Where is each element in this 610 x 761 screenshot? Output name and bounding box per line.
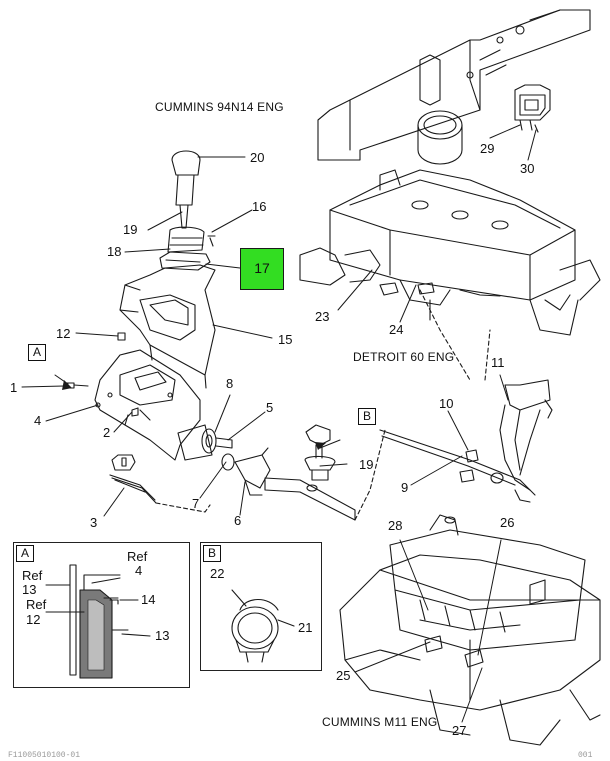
detail-a-ref13-num[interactable]: 13 <box>22 582 37 597</box>
engine-label-cummins-n14: CUMMINS 94N14 ENG <box>155 100 284 114</box>
callout-5[interactable]: 5 <box>266 400 274 415</box>
detail-a-ref12-num[interactable]: 12 <box>26 612 41 627</box>
detail-b-panel <box>200 542 322 671</box>
leader-lines <box>21 124 537 723</box>
callout-24[interactable]: 24 <box>389 322 404 337</box>
detail-b-callout-22[interactable]: 22 <box>210 566 225 581</box>
callout-25[interactable]: 25 <box>336 668 351 683</box>
callout-4[interactable]: 4 <box>34 413 42 428</box>
view-arrows <box>62 380 326 450</box>
callout-27[interactable]: 27 <box>452 723 467 738</box>
engine-label-detroit-60: DETROIT 60 ENG <box>353 350 455 364</box>
callout-15[interactable]: 15 <box>278 332 293 347</box>
callout-9[interactable]: 9 <box>401 480 409 495</box>
detail-b-tag: B <box>203 545 221 562</box>
callout-28[interactable]: 28 <box>388 518 403 533</box>
shifter-b-drawing <box>304 424 336 481</box>
shift-lever-assembly-drawing <box>63 150 356 521</box>
detail-a-callout-14[interactable]: 14 <box>141 592 156 607</box>
detail-a-ref4-num[interactable]: 4 <box>135 563 143 578</box>
footer-drawing-number: F11005010100-01 <box>8 751 81 760</box>
callout-20[interactable]: 20 <box>250 150 265 165</box>
callout-23[interactable]: 23 <box>315 309 330 324</box>
detail-a-ref13-top: Ref <box>22 568 43 583</box>
callout-18[interactable]: 18 <box>107 244 122 259</box>
callout-2[interactable]: 2 <box>103 425 111 440</box>
detail-b-callout-21[interactable]: 21 <box>298 620 313 635</box>
callout-16[interactable]: 16 <box>252 199 267 214</box>
callout-7[interactable]: 7 <box>192 496 200 511</box>
detail-a-drawing <box>45 564 151 679</box>
callout-3[interactable]: 3 <box>90 515 98 530</box>
callout-17-highlight[interactable]: 17 <box>240 248 284 290</box>
detail-a-ref4-top: Ref <box>127 549 148 564</box>
cummins-n14-engine-drawing <box>317 9 591 165</box>
callout-1[interactable]: 1 <box>10 380 18 395</box>
callout-26[interactable]: 26 <box>500 515 515 530</box>
footer-page-number: 001 <box>578 751 593 760</box>
linkage-drawing <box>379 379 553 503</box>
callout-10[interactable]: 10 <box>439 396 454 411</box>
detroit-60-engine-drawing <box>299 169 601 336</box>
callout-8[interactable]: 8 <box>226 376 234 391</box>
callout-12[interactable]: 12 <box>56 326 71 341</box>
detail-a-panel <box>13 542 190 688</box>
callout-6[interactable]: 6 <box>234 513 242 528</box>
detail-b-drawing <box>231 589 295 663</box>
callout-30[interactable]: 30 <box>520 161 535 176</box>
detail-a-ref12-top: Ref <box>26 597 47 612</box>
connector-lines <box>155 289 491 521</box>
detail-a-callout-13[interactable]: 13 <box>155 628 170 643</box>
callout-29[interactable]: 29 <box>480 141 495 156</box>
view-b-tag[interactable]: B <box>358 408 376 425</box>
detail-a-tag: A <box>16 545 34 562</box>
callout-19-shifter[interactable]: 19 <box>359 457 374 472</box>
cummins-m11-engine-drawing <box>339 514 601 746</box>
view-a-tag[interactable]: A <box>28 344 46 361</box>
callout-19-lever[interactable]: 19 <box>123 222 138 237</box>
callout-11[interactable]: 11 <box>491 355 505 370</box>
engine-label-cummins-m11: CUMMINS M11 ENG <box>322 715 438 729</box>
